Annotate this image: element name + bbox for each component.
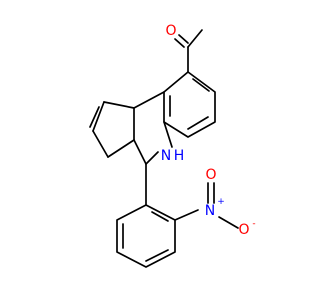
amine-hydrogen-label: H	[174, 148, 185, 164]
bond-carbonyl-double-b	[178, 34, 189, 44]
bond-c1-c2	[92, 101, 105, 132]
bond-c3a-c4	[133, 139, 147, 165]
phenyl-double-2	[145, 249, 169, 262]
bond-c2-c3	[92, 130, 109, 158]
molecule-structure: O N H N + O O -	[89, 23, 256, 268]
phenyl-double-1	[151, 211, 169, 222]
nitro-nitrogen-label: N	[205, 203, 215, 219]
nitro-nitrogen-charge: +	[217, 197, 225, 207]
bond-c9b-c1	[103, 101, 135, 109]
bond-c3-c3a	[107, 139, 135, 158]
bond-phenyl-nitro	[174, 209, 199, 221]
bond-nitro-single	[218, 216, 239, 229]
molecule-canvas: O N H N + O O -	[89, 23, 256, 268]
nitro-oxygen-charge: -	[252, 219, 255, 229]
nitro-double-oxygen-label: O	[205, 167, 216, 183]
benzo-double-2	[187, 116, 209, 130]
carbonyl-oxygen-label: O	[165, 23, 176, 39]
nitrophenyl-ring	[116, 204, 176, 268]
bond-ring-junction-top	[133, 91, 165, 109]
bond-carbonyl-double-a	[174, 38, 185, 48]
nitro-single-oxygen-label: O	[238, 222, 249, 238]
bond-methyl-carbonyl	[187, 29, 203, 48]
bond-n-benzo	[163, 121, 173, 148]
bond-c1-c2-double	[89, 106, 100, 128]
benzo-double-1	[192, 78, 210, 92]
bond-c4-n	[145, 151, 159, 165]
amine-nitrogen-label: N	[161, 148, 171, 164]
